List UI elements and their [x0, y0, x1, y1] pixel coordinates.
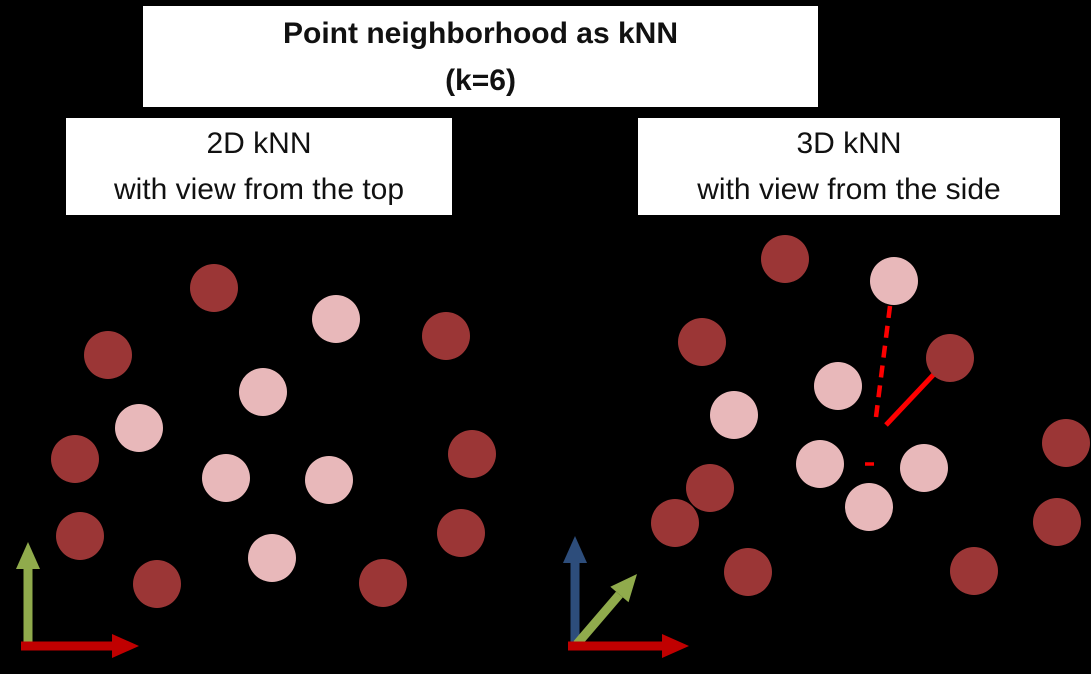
left-neighbor-point: [115, 404, 163, 452]
left-other-point: [56, 512, 104, 560]
right-panel-title-line2: with view from the side: [697, 172, 1001, 206]
left-other-point: [190, 264, 238, 312]
far-in-3d-dashed-line: [873, 305, 893, 418]
right-other-point: [950, 547, 998, 595]
right-other-point: [1033, 498, 1081, 546]
right-depth-axis-arrow: [573, 591, 623, 647]
right-neighbor-point: [814, 362, 862, 410]
left-other-point: [51, 435, 99, 483]
left-other-point: [437, 509, 485, 557]
right-other-point: [724, 548, 772, 596]
right-y-axis-arrow-head: [563, 536, 587, 563]
right-neighbor-point: [845, 483, 893, 531]
left-neighbor-point: [202, 454, 250, 502]
left-neighbor-point: [239, 368, 287, 416]
right-neighbor-point: [870, 257, 918, 305]
right-other-point: [686, 464, 734, 512]
right-other-point: [1042, 419, 1090, 467]
right-other-point: [678, 318, 726, 366]
left-neighbor-point: [248, 534, 296, 582]
right-panel-title-box: 3D kNN with view from the side: [638, 118, 1060, 215]
left-other-point: [448, 430, 496, 478]
right-depth-axis-arrow-head: [610, 574, 637, 603]
main-title-box: Point neighborhood as kNN (k=6): [143, 6, 818, 107]
left-other-point: [422, 312, 470, 360]
left-neighbor-point: [312, 295, 360, 343]
right-panel-title-line1: 3D kNN: [796, 126, 902, 160]
left-y-axis-arrow-head: [16, 542, 40, 569]
right-other-point: [761, 235, 809, 283]
left-neighbor-point: [305, 456, 353, 504]
left-x-axis-arrow-head: [112, 634, 139, 658]
main-title-line1: Point neighborhood as kNN: [283, 16, 678, 50]
right-neighbor-point: [900, 444, 948, 492]
right-x-axis-arrow-head: [662, 634, 689, 658]
main-title-line2: (k=6): [445, 63, 516, 97]
right-neighbor-point: [710, 391, 758, 439]
right-other-point: [651, 499, 699, 547]
left-panel-title-line2: with view from the top: [113, 172, 405, 206]
right-other-point: [926, 334, 974, 382]
near-in-3d-solid-line: [884, 370, 938, 427]
right-neighbor-point: [796, 440, 844, 488]
left-panel-title-line1: 2D kNN: [206, 126, 312, 160]
left-other-point: [133, 560, 181, 608]
left-panel-title-box: 2D kNN with view from the top: [66, 118, 452, 215]
left-other-point: [359, 559, 407, 607]
left-other-point: [84, 331, 132, 379]
